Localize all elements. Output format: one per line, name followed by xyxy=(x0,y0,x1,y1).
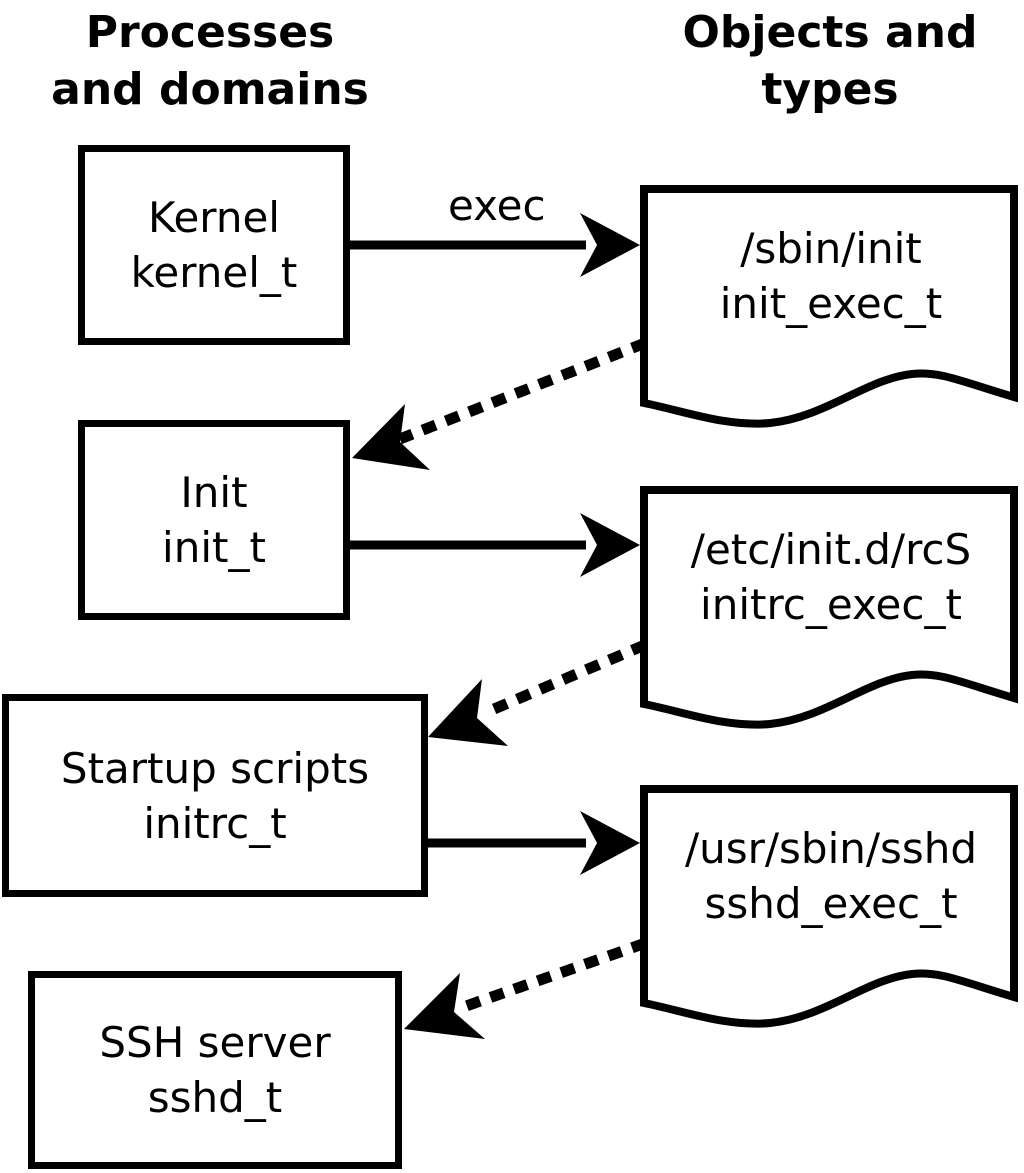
object-doc-initrc-exec-line1: /etc/init.d/rcS xyxy=(690,525,972,574)
arrow-initrc-exec-to-initrc xyxy=(428,639,648,746)
object-doc-initrc-exec-text: /etc/init.d/rcS initrc_exec_t xyxy=(640,522,1022,632)
process-box-initrc[interactable]: Startup scripts initrc_t xyxy=(2,694,428,897)
process-box-sshd-line2: sshd_t xyxy=(147,1073,283,1122)
process-box-initrc-line2: initrc_t xyxy=(143,798,287,848)
process-box-initrc-line1: Startup scripts xyxy=(60,743,370,793)
process-box-init[interactable]: Init init_t xyxy=(78,420,350,620)
object-doc-init-exec-line2: init_exec_t xyxy=(719,279,943,328)
column-header-objects: Objects and types xyxy=(682,7,978,115)
process-box-kernel-line2: kernel_t xyxy=(130,248,298,297)
arrow-init-to-initrc-exec xyxy=(350,513,640,577)
process-box-sshd[interactable]: SSH server sshd_t xyxy=(28,971,402,1169)
process-box-kernel[interactable]: Kernel kernel_t xyxy=(78,145,350,345)
edge-label-exec: exec xyxy=(448,181,546,230)
arrow-initrc-to-sshd-exec xyxy=(428,811,640,875)
object-doc-sshd-exec-line2: sshd_exec_t xyxy=(704,879,958,928)
object-doc-initrc-exec[interactable]: /etc/init.d/rcS initrc_exec_t xyxy=(640,486,1022,731)
object-doc-initrc-exec-line2: initrc_exec_t xyxy=(700,580,962,629)
process-box-init-line1: Init xyxy=(180,468,248,517)
object-doc-init-exec-text: /sbin/init init_exec_t xyxy=(640,221,1022,331)
arrow-init-exec-to-init xyxy=(352,337,648,470)
object-doc-init-exec[interactable]: /sbin/init init_exec_t xyxy=(640,185,1022,430)
process-box-sshd-line1: SSH server xyxy=(99,1018,331,1067)
arrow-sshd-exec-to-sshd xyxy=(404,937,648,1039)
object-doc-sshd-exec[interactable]: /usr/sbin/sshd sshd_exec_t xyxy=(640,785,1022,1030)
column-header-processes: Processes and domains xyxy=(51,7,369,115)
object-doc-sshd-exec-text: /usr/sbin/sshd sshd_exec_t xyxy=(640,821,1022,931)
object-doc-sshd-exec-line1: /usr/sbin/sshd xyxy=(684,824,978,873)
object-doc-init-exec-line1: /sbin/init xyxy=(740,224,922,273)
process-box-init-line2: init_t xyxy=(162,523,266,572)
process-box-kernel-line1: Kernel xyxy=(148,193,280,242)
